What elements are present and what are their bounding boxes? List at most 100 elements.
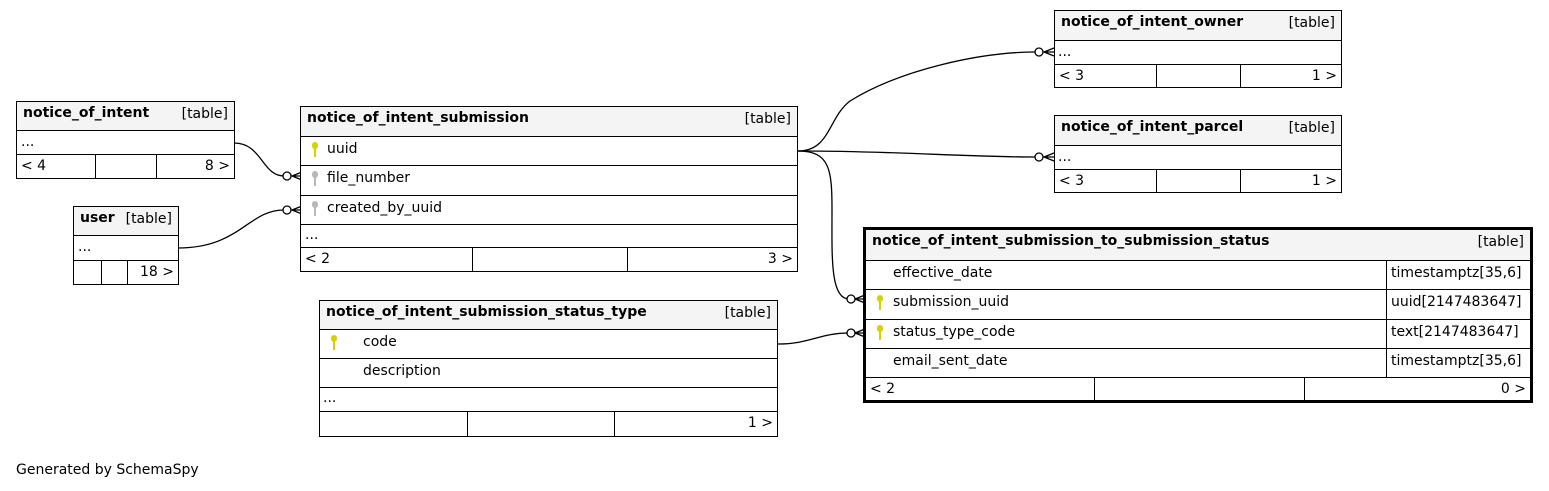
primary-key-icon [877,325,883,341]
edge-user-to-submission [177,209,285,249]
table-name: notice_of_intent_submission_status_type [326,304,647,320]
ellipsis: ... [1058,149,1072,165]
table-type: [table] [181,106,228,122]
children-count[interactable]: 1 > [1311,173,1337,189]
table-header: notice_of_intent_submission_status_type … [320,301,777,330]
table-type: [table] [744,111,791,127]
children-count[interactable]: 18 > [140,264,174,280]
children-count[interactable]: 0 > [1500,381,1526,397]
foreign-key-icon [312,201,318,217]
edge-submission-to-parcel [797,150,1037,158]
edge-notice-of-intent-to-submission [233,142,285,177]
column-name: submission_uuid [893,294,1010,310]
table-name: user [80,210,115,226]
column-name: effective_date [893,265,993,281]
column-row[interactable]: status_type_code text[2147483647] [866,320,1530,349]
more-columns-row: ... [320,388,777,412]
table-notice-of-intent-submission-to-submission-status[interactable]: notice_of_intent_submission_to_submissio… [863,227,1533,403]
table-footer: < 3 1 > [1055,65,1341,87]
table-notice-of-intent-parcel[interactable]: notice_of_intent_parcel [table] ... < 3 … [1054,115,1342,193]
column-type: text[2147483647] [1391,324,1519,340]
column-name: file_number [327,170,410,186]
more-columns-row: ... [74,236,178,261]
column-name: code [363,334,397,350]
column-type: uuid[2147483647] [1391,294,1522,310]
table-footer: < 3 1 > [1055,170,1341,192]
table-type: [table] [724,305,771,321]
table-name: notice_of_intent [23,105,150,121]
parents-count[interactable]: < 2 [870,381,896,397]
table-type: [table] [125,211,172,227]
children-count[interactable]: 3 > [767,251,793,267]
table-type: [table] [1477,234,1524,250]
column-name: uuid [327,141,358,157]
column-name: description [363,363,441,379]
edge-submission-to-to-status [797,150,850,300]
optional-marker [846,294,856,304]
primary-key-icon [312,142,318,158]
ellipsis: ... [78,239,92,255]
more-columns-row: ... [17,131,234,155]
table-header: notice_of_intent_parcel [table] [1055,116,1341,146]
optional-marker [282,205,292,215]
table-notice-of-intent-submission[interactable]: notice_of_intent_submission [table] uuid… [300,106,798,272]
more-columns-row: ... [1055,146,1341,170]
parents-count[interactable]: < 2 [305,251,331,267]
column-row[interactable]: file_number [301,166,797,196]
more-columns-row: ... [1055,41,1341,65]
column-row[interactable]: uuid [301,137,797,166]
column-name: email_sent_date [893,353,1008,369]
children-count[interactable]: 1 > [747,415,773,431]
generated-by-label: Generated by SchemaSpy [16,462,199,478]
parents-count[interactable]: < 3 [1059,68,1085,84]
ellipsis: ... [305,227,319,243]
table-header: user [table] [74,207,178,236]
column-row[interactable]: code [320,330,777,359]
optional-marker [1034,152,1044,162]
table-footer: < 4 8 > [17,155,234,178]
table-user[interactable]: user [table] ... 18 > [73,206,179,285]
column-row[interactable]: submission_uuid uuid[2147483647] [866,290,1530,320]
column-row[interactable]: description [320,359,777,388]
table-header: notice_of_intent [table] [17,102,234,131]
more-columns-row: ... [301,225,797,248]
children-count[interactable]: 8 > [204,158,230,174]
table-type: [table] [1288,15,1335,31]
primary-key-icon [877,295,883,311]
ellipsis: ... [1058,44,1072,60]
ellipsis: ... [323,390,337,406]
parents-count[interactable]: < 4 [21,158,47,174]
ellipsis: ... [21,134,35,150]
primary-key-icon [331,335,337,351]
column-name: created_by_uuid [327,200,443,216]
table-name: notice_of_intent_submission_to_submissio… [872,233,1270,249]
table-notice-of-intent-submission-status-type[interactable]: notice_of_intent_submission_status_type … [319,300,778,437]
column-row[interactable]: created_by_uuid [301,196,797,225]
table-notice-of-intent-owner[interactable]: notice_of_intent_owner [table] ... < 3 1… [1054,10,1342,88]
table-header: notice_of_intent_submission_to_submissio… [866,230,1530,261]
parents-count[interactable]: < 3 [1059,173,1085,189]
foreign-key-icon [312,171,318,187]
table-name: notice_of_intent_submission [307,110,529,126]
optional-marker [282,171,292,181]
table-header: notice_of_intent_owner [table] [1055,11,1341,41]
table-header: notice_of_intent_submission [table] [301,107,797,137]
children-count[interactable]: 1 > [1311,68,1337,84]
table-footer: < 2 3 > [301,248,797,271]
table-notice-of-intent[interactable]: notice_of_intent [table] ... < 4 8 > [16,101,235,179]
table-footer: 1 > [320,412,777,436]
column-row[interactable]: email_sent_date timestamptz[35,6] [866,349,1530,378]
table-type: [table] [1288,120,1335,136]
column-type: timestamptz[35,6] [1391,265,1522,281]
table-name: notice_of_intent_owner [1061,14,1244,30]
optional-marker [846,328,856,338]
table-footer: 18 > [74,261,178,284]
table-footer: < 2 0 > [866,378,1530,400]
column-type: timestamptz[35,6] [1391,353,1522,369]
edge-submission-to-owner [797,51,1037,152]
table-name: notice_of_intent_parcel [1061,119,1244,135]
optional-marker [1034,47,1044,57]
column-name: status_type_code [893,324,1016,340]
column-row[interactable]: effective_date timestamptz[35,6] [866,261,1530,290]
